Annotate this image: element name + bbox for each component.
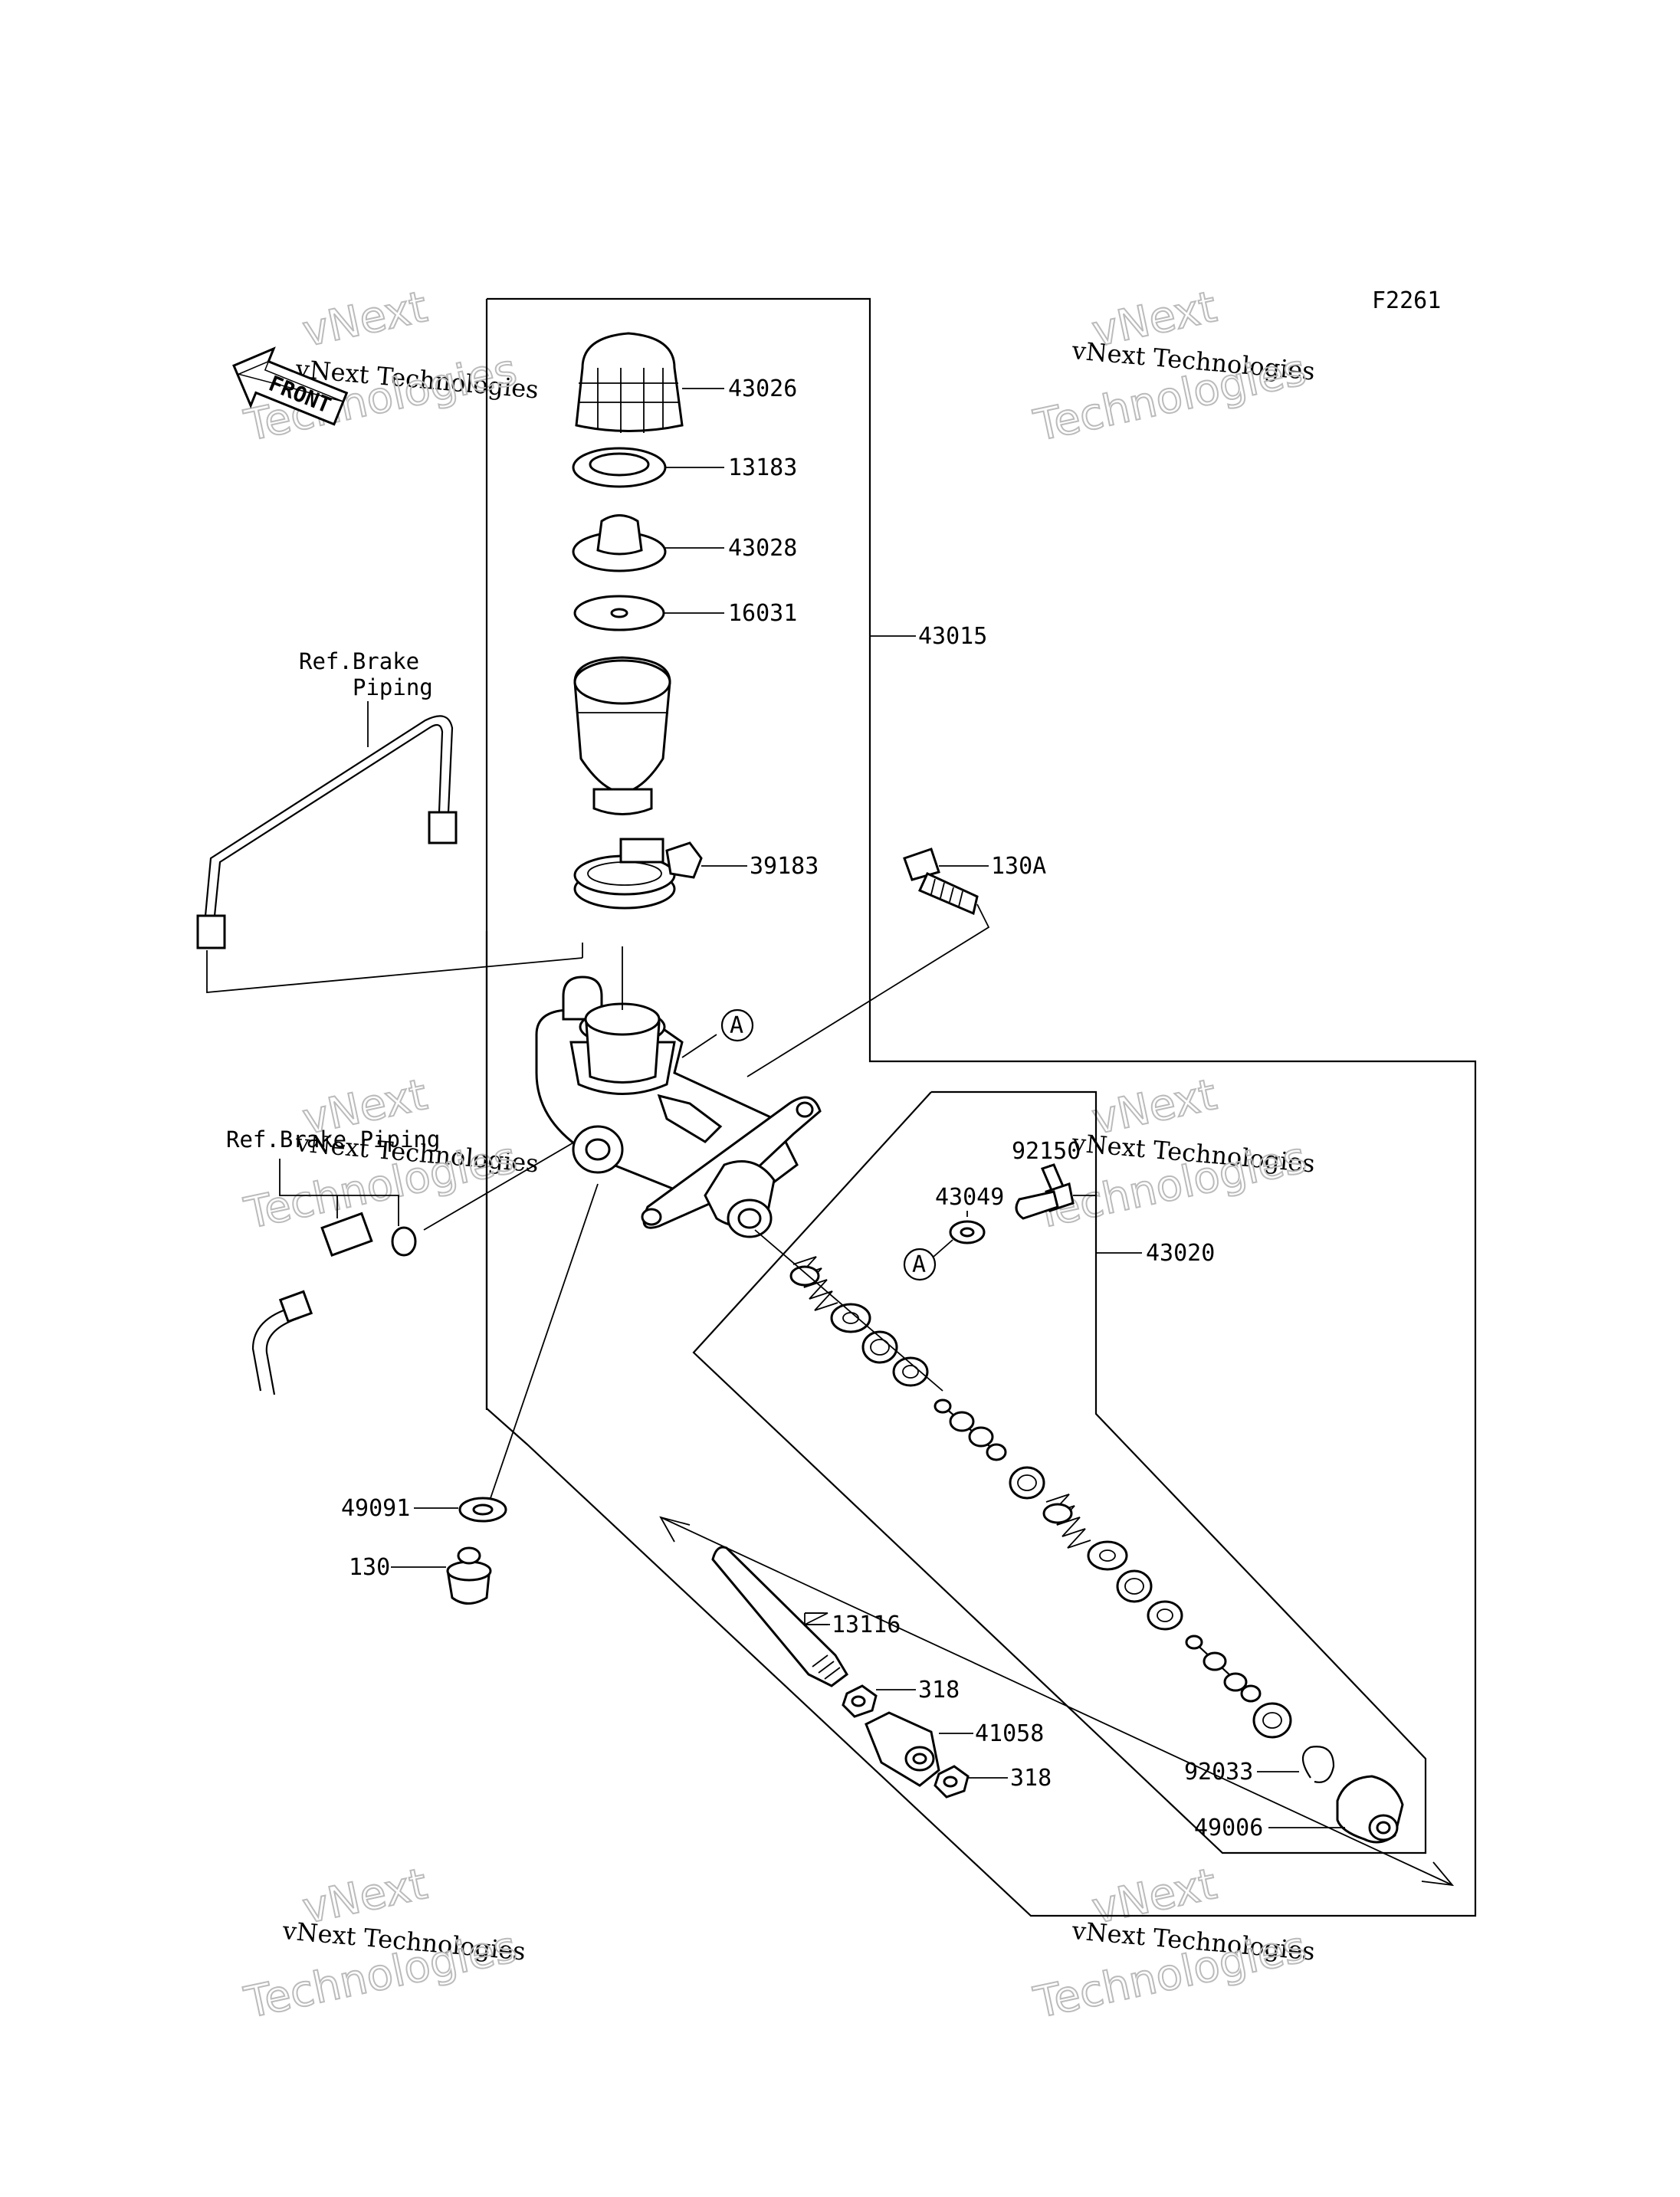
part-retainer-lower — [1087, 1540, 1128, 1571]
part-master-cylinder-body — [535, 946, 822, 1238]
part-reservoir — [573, 656, 671, 815]
label-43015: 43015 — [870, 623, 987, 650]
svg-text:13183: 13183 — [728, 454, 797, 481]
svg-text:49006: 49006 — [1194, 1815, 1263, 1841]
assembly-outline-43015 — [485, 297, 1477, 1917]
assembly-outline-43020 — [692, 1090, 1427, 1854]
svg-text:41058: 41058 — [975, 1720, 1044, 1747]
svg-text:43015: 43015 — [918, 623, 987, 650]
svg-text:318: 318 — [918, 1677, 960, 1703]
part-ring-upper — [892, 1356, 929, 1387]
axis-line-lower — [660, 1517, 1453, 1886]
part-13116-pushrod: 13116 — [711, 1546, 901, 1687]
watermark-top-right: vNext Technologies vNext Technologies — [1029, 281, 1316, 452]
part-ring-lower — [1147, 1600, 1183, 1631]
axis-arrowhead-lower-right — [1421, 1861, 1455, 1887]
part-retainer-upper — [830, 1303, 871, 1333]
svg-text:43028: 43028 — [728, 535, 797, 562]
figure-code: F2261 — [1372, 287, 1441, 314]
watermark-mid-left: vNext Technologies vNext Technologies — [239, 1069, 540, 1240]
part-39183-clamp: 39183 — [573, 838, 819, 910]
svg-text:Ref.Brake Piping: Ref.Brake Piping — [226, 1126, 440, 1153]
part-secondary-piston — [1185, 1635, 1262, 1703]
svg-text:130: 130 — [349, 1554, 390, 1581]
svg-text:130A: 130A — [991, 853, 1046, 880]
part-spring-lower — [1042, 1494, 1091, 1549]
brake-piping-top: Ref.Brake Piping — [196, 648, 583, 993]
svg-text:13116: 13116 — [832, 1612, 901, 1638]
part-piston — [934, 1399, 1007, 1461]
svg-text:Ref.Brake: Ref.Brake — [299, 648, 419, 674]
brake-piping-left: Ref.Brake Piping — [226, 1126, 576, 1395]
part-318-nut-lower: 318 — [934, 1765, 1052, 1799]
watermark-bottom-left: vNext Technologies vNext Technologies — [239, 1858, 527, 2029]
callout-a-washer: A — [903, 1248, 937, 1281]
part-41058-clevis: 41058 — [865, 1711, 1044, 1787]
part-cup-upper — [861, 1330, 898, 1364]
svg-text:Piping: Piping — [353, 674, 433, 700]
svg-text:49091: 49091 — [341, 1495, 410, 1522]
part-cup-lower — [1116, 1569, 1153, 1603]
part-16031-plate: 16031 — [573, 595, 797, 631]
part-seal-end — [1252, 1702, 1292, 1739]
svg-text:vNext: vNext — [1088, 1070, 1221, 1145]
svg-text:39183: 39183 — [750, 853, 819, 880]
svg-text:vNext: vNext — [298, 282, 431, 357]
svg-text:92033: 92033 — [1184, 1759, 1253, 1785]
watermark-bottom-right: vNext Technologies vNext Technologies — [1029, 1858, 1316, 2029]
svg-text:A: A — [730, 1012, 743, 1039]
part-92033-circlip: 92033 — [1184, 1746, 1335, 1785]
part-49091-washer: 49091 — [341, 1183, 599, 1523]
watermark-top-left: vNext Technologies vNext Technologies — [239, 281, 540, 452]
part-13183-ring: 13183 — [572, 447, 797, 488]
svg-text:43026: 43026 — [728, 375, 797, 402]
part-92150-bleeder: 92150 — [1012, 1138, 1096, 1220]
part-43049-washer: 43049 — [933, 1184, 1004, 1258]
part-cup-middle — [1009, 1466, 1045, 1500]
label-43020: 43020 — [1096, 1240, 1215, 1267]
svg-text:A: A — [912, 1251, 926, 1278]
svg-text:16031: 16031 — [728, 600, 797, 627]
part-43026-cap: 43026 — [575, 332, 797, 433]
svg-text:43020: 43020 — [1146, 1240, 1215, 1267]
part-49006-boot: 49006 — [1194, 1775, 1404, 1844]
callout-a-body: A — [720, 1008, 754, 1042]
part-130A-bolt: 130A — [746, 848, 1046, 1077]
part-spring-upper — [789, 1256, 838, 1311]
svg-text:92150: 92150 — [1012, 1138, 1081, 1165]
leader-body-to-rod — [754, 1229, 943, 1392]
part-43028-diaphragm: 43028 — [572, 514, 797, 572]
part-318-nut-upper: 318 — [842, 1677, 960, 1718]
axis-arrowhead-lower-left — [659, 1516, 691, 1543]
svg-text:43049: 43049 — [935, 1184, 1004, 1211]
svg-text:318: 318 — [1010, 1765, 1052, 1792]
part-130-bolt: 130 — [349, 1546, 492, 1605]
